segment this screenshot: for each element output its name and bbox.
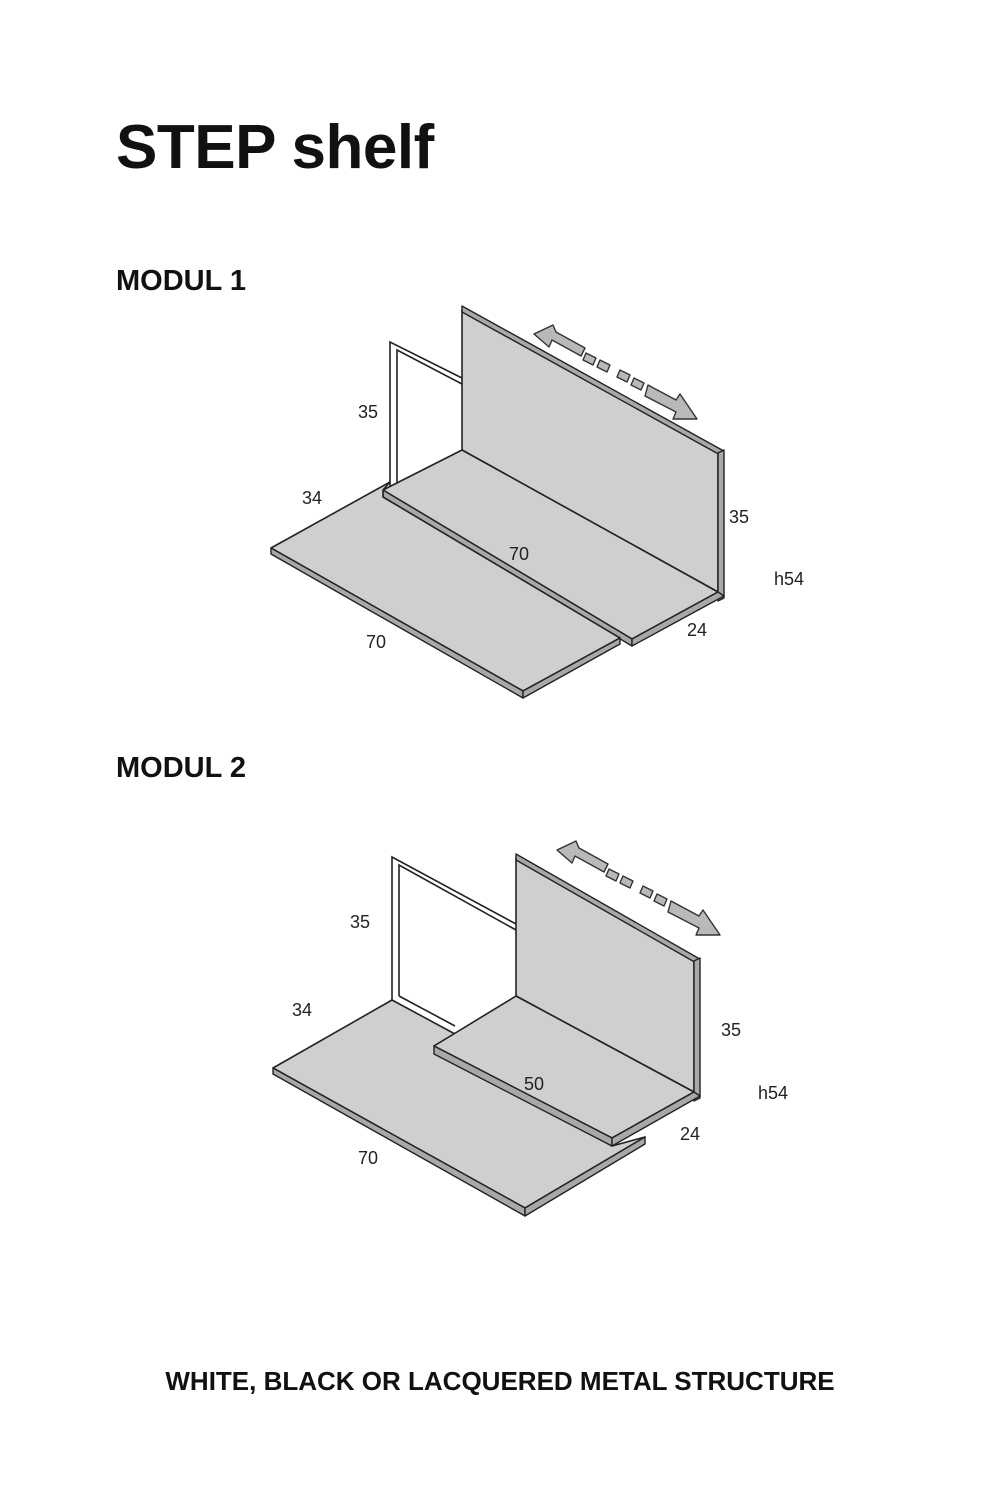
slide-arrow-icon [556, 840, 721, 936]
slide-arrow-icon [533, 324, 698, 420]
frame-outline [389, 340, 463, 490]
dim-frame-height: 35 [358, 402, 378, 422]
dim-lower-width: 70 [358, 1148, 378, 1168]
back-panel [515, 853, 701, 1102]
dim-total-height: h54 [758, 1083, 788, 1103]
dim-upper-depth: 24 [680, 1124, 700, 1144]
modul-1-heading: MODUL 1 [116, 265, 246, 297]
dim-upper-width: 50 [524, 1074, 544, 1094]
modul-2-drawing: 35 34 35 50 h54 24 70 [272, 840, 788, 1217]
lower-shelf [270, 481, 621, 699]
dim-lower-width: 70 [366, 632, 386, 652]
modul-2-heading: MODUL 2 [116, 752, 246, 784]
dim-upper-width: 70 [509, 544, 529, 564]
page-title: STEP shelf [116, 113, 434, 182]
dim-back-height: 35 [729, 507, 749, 527]
dim-frame-depth: 34 [302, 488, 322, 508]
dim-upper-depth: 24 [687, 620, 707, 640]
upper-shelf [433, 995, 701, 1147]
modul-1-drawing: 35 34 70 35 h54 24 70 [270, 305, 804, 699]
back-panel [461, 305, 725, 602]
material-note: WHITE, BLACK OR LACQUERED METAL STRUCTUR… [165, 1366, 835, 1396]
lower-shelf [272, 999, 646, 1217]
dim-frame-height: 35 [350, 912, 370, 932]
dim-frame-depth: 34 [292, 1000, 312, 1020]
frame-outline [391, 855, 517, 1027]
dim-total-height: h54 [774, 569, 804, 589]
upper-shelf [382, 449, 725, 647]
dim-back-height: 35 [721, 1020, 741, 1040]
